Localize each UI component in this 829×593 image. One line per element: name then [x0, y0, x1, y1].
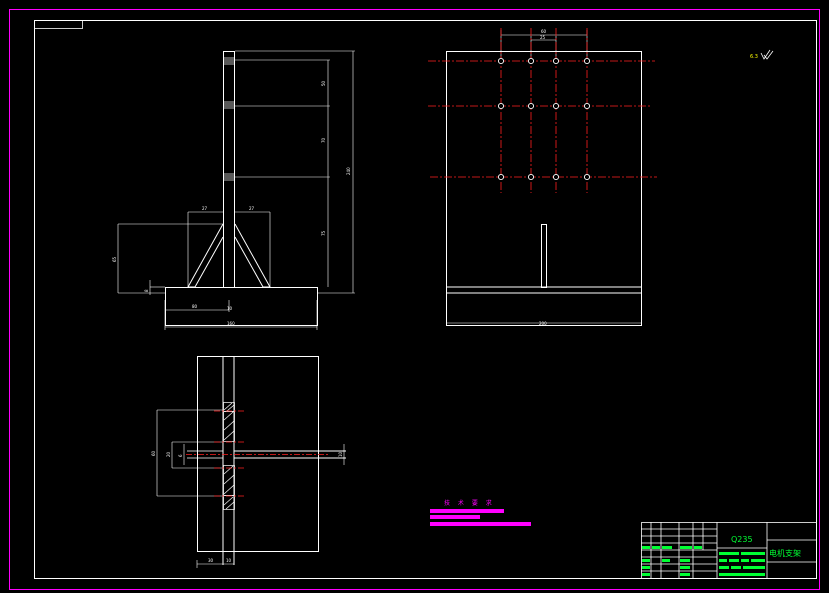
top-view-dimensions: 60 20 6 10 30 10	[151, 450, 343, 563]
title-block-fills	[642, 546, 765, 576]
side-rib	[541, 224, 547, 288]
dim-top-thickness: 6	[178, 454, 183, 457]
top-plate-outline	[197, 356, 319, 552]
dim-top-flange: 10	[338, 451, 343, 457]
front-view-dimensions: 50 70 75 240 27 27 65 8 80 10 160	[112, 80, 351, 326]
notes-line-3	[430, 522, 531, 526]
bolt-hole-top	[223, 57, 235, 65]
top-view	[156, 356, 346, 568]
upright-plate	[223, 51, 235, 288]
right-rib	[234, 223, 271, 288]
roughness-value: 6.3	[750, 54, 758, 60]
dim-upright-thk: 10	[227, 306, 233, 311]
dim-mid-segment: 70	[321, 137, 326, 143]
dim-top-left: 30	[208, 558, 214, 563]
side-view	[446, 30, 642, 326]
dim-top-overall: 60	[151, 450, 156, 456]
left-rib	[187, 223, 224, 288]
dim-base-half: 80	[192, 304, 198, 309]
material-label: Q235	[731, 535, 753, 544]
bolt-hole-lower	[223, 173, 235, 181]
dim-hole-pitch-inner: 25	[540, 35, 546, 40]
dim-side-width: 200	[539, 321, 547, 326]
dim-rib-offset-left: 27	[202, 206, 208, 211]
dim-rib-offset-right: 27	[249, 206, 255, 211]
top-view-hatching	[223, 402, 235, 510]
title-block	[641, 522, 817, 579]
inner-border	[34, 20, 817, 579]
dim-lower-segment: 75	[321, 230, 326, 236]
dim-base-thickness: 8	[144, 289, 149, 292]
technical-notes: 技 术 要 求	[430, 499, 531, 526]
dim-top-segment: 50	[321, 80, 326, 86]
dim-base-width: 160	[227, 321, 235, 326]
roughness-symbol: 6.3	[750, 49, 774, 60]
notes-line-2	[430, 515, 480, 519]
dim-overall-height: 240	[346, 167, 351, 175]
top-view-centerlines	[186, 410, 330, 497]
bolt-hole-middle	[223, 101, 235, 109]
base-plate	[165, 287, 318, 326]
side-view-dimensions: 60 25 200	[539, 29, 547, 326]
side-plate-outline	[446, 51, 642, 326]
side-view-bolt-holes	[497, 57, 591, 181]
notes-title: 技 术 要 求	[444, 499, 495, 507]
code-box	[34, 20, 83, 29]
front-view	[117, 50, 355, 330]
notes-line-1	[430, 509, 504, 513]
outer-border	[9, 9, 820, 590]
part-name: 电机支架	[769, 548, 801, 558]
dim-top-inner: 20	[166, 451, 171, 457]
side-view-centerlines	[428, 28, 657, 193]
dim-top-right: 10	[226, 558, 232, 563]
dim-hole-pitch-top: 60	[541, 29, 547, 34]
dim-rib-height: 65	[112, 256, 117, 262]
